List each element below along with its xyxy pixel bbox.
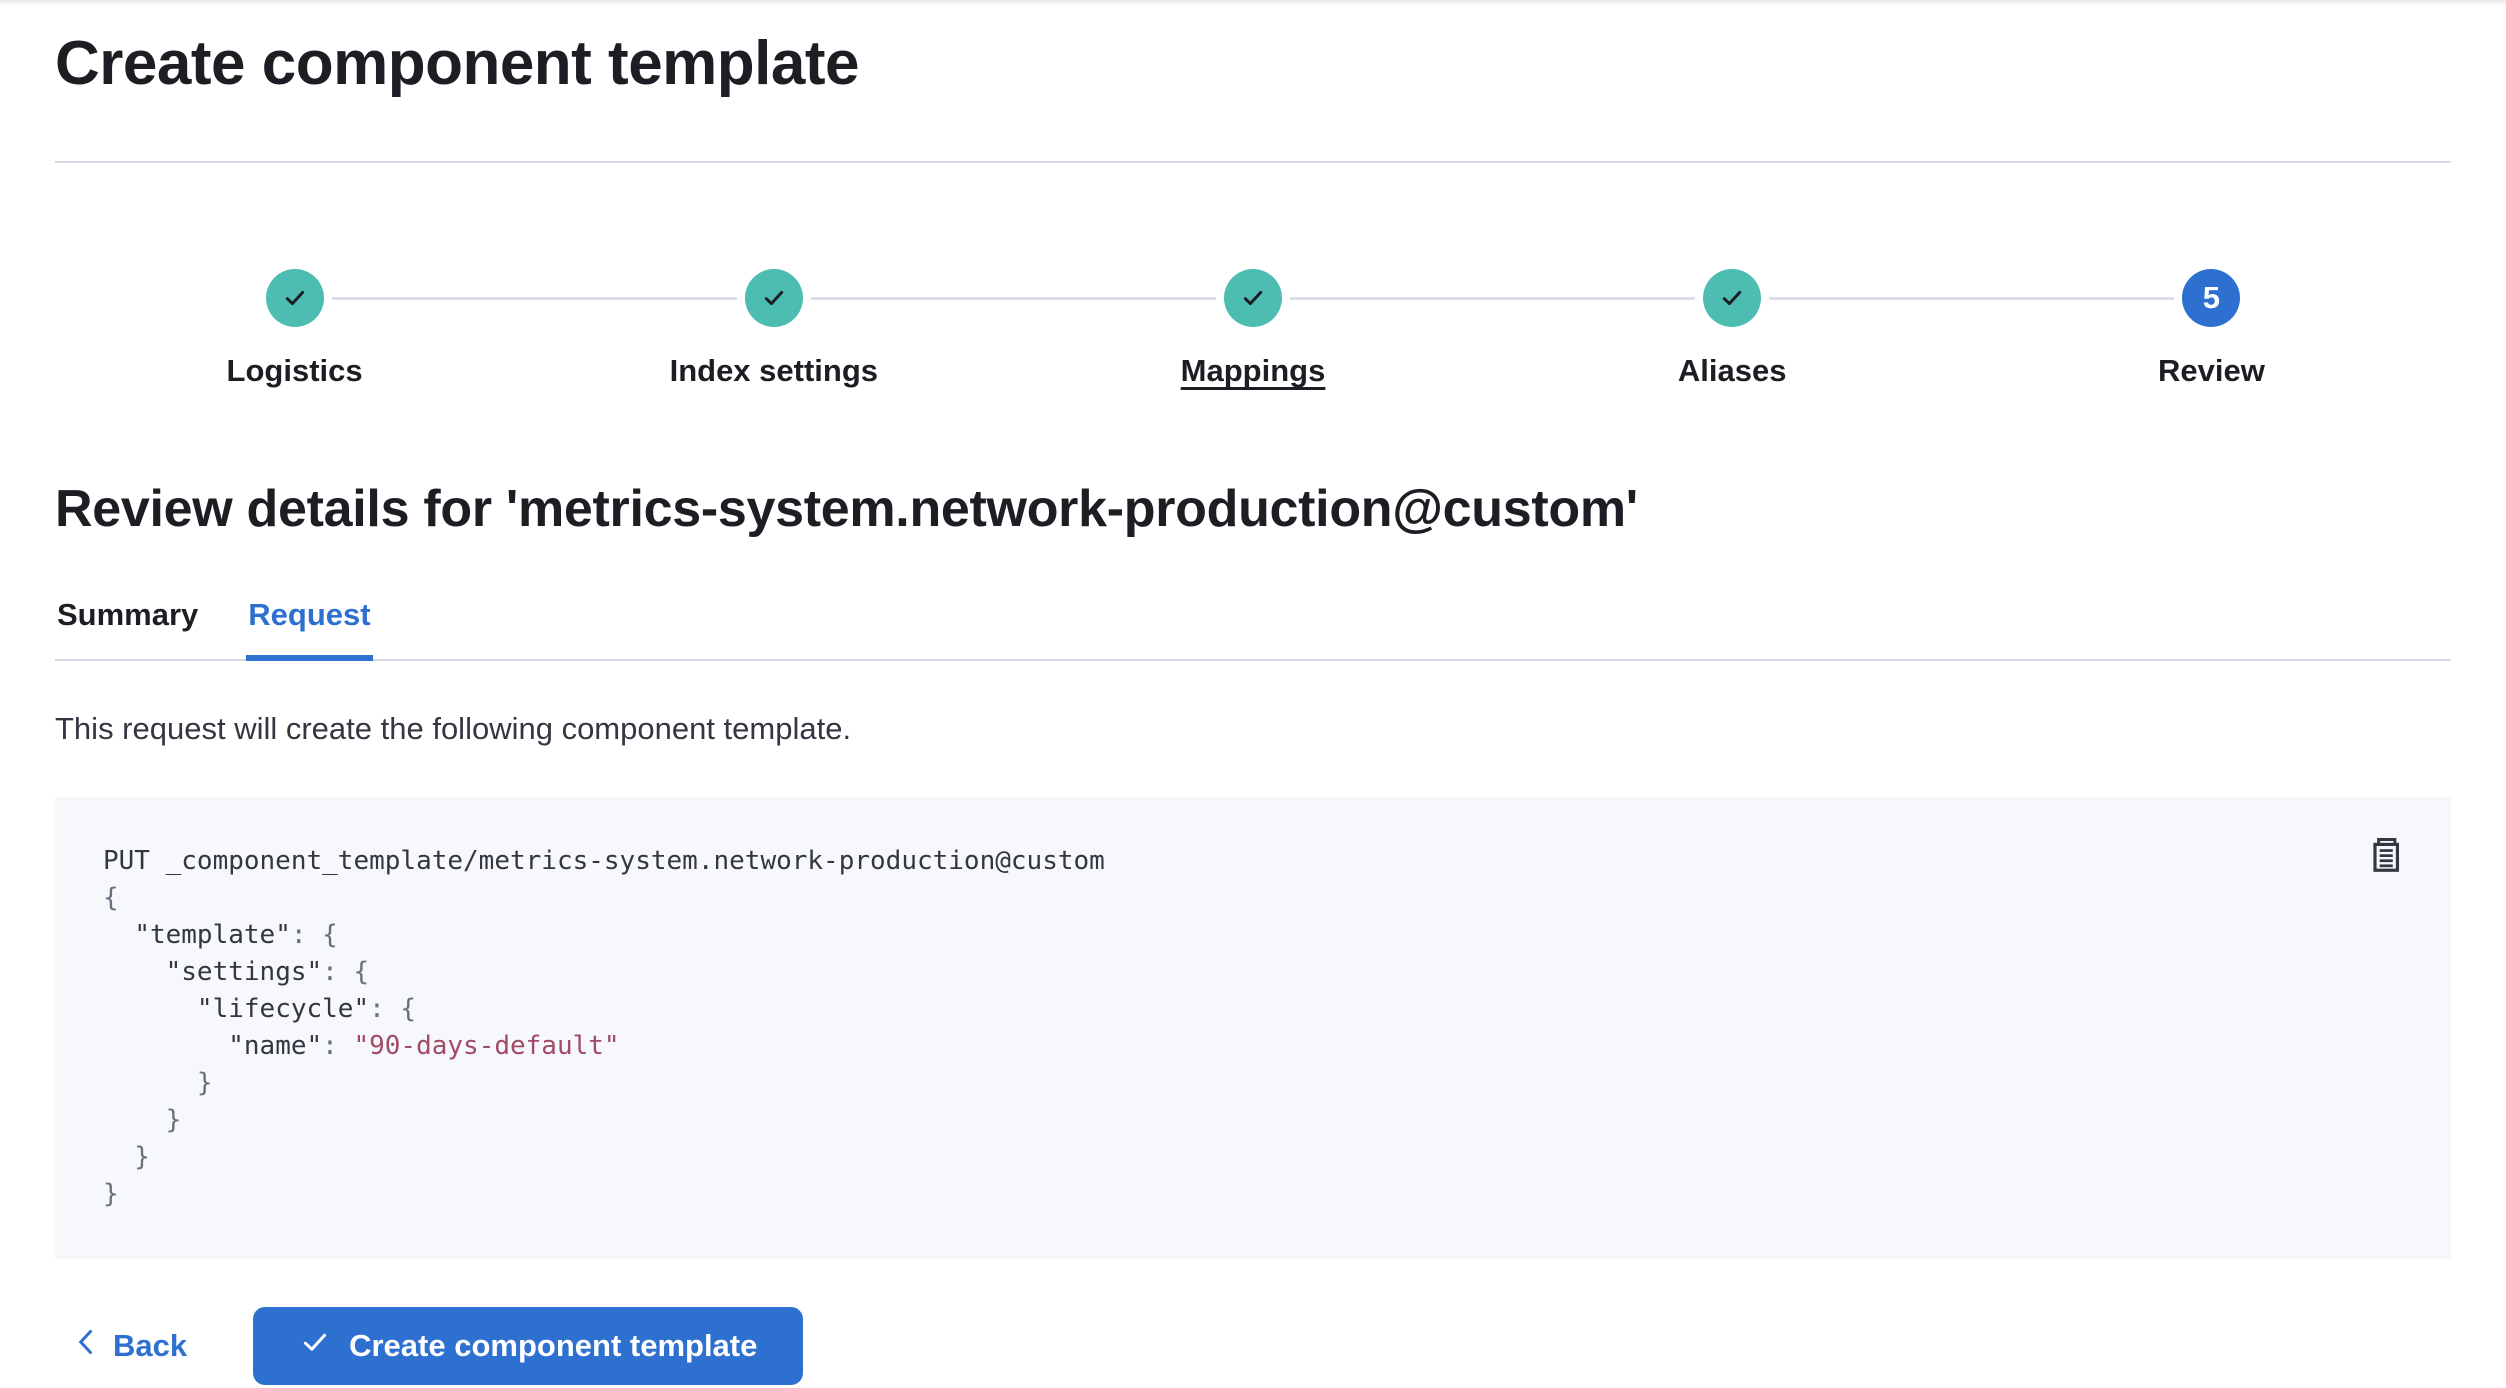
copy-button[interactable] xyxy=(2363,831,2409,882)
check-icon xyxy=(299,1326,331,1366)
copy-clipboard-icon xyxy=(2369,838,2403,876)
stepper-step-mappings[interactable]: Mappings xyxy=(1013,269,1493,393)
review-heading: Review details for 'metrics-system.netwo… xyxy=(55,480,1638,539)
step-label: Aliases xyxy=(1677,353,1787,389)
stepper-step-index-settings[interactable]: Index settings xyxy=(534,269,1014,393)
step-label: Mappings xyxy=(1180,353,1326,389)
stepper-step-aliases[interactable]: Aliases xyxy=(1492,269,1973,393)
back-button[interactable]: Back xyxy=(55,1307,205,1385)
review-tabs: Summary Request xyxy=(55,597,2451,662)
step-label: Index settings xyxy=(669,353,879,389)
step-complete-check-icon xyxy=(1224,269,1282,328)
top-edge-shade xyxy=(0,0,2506,6)
footer-actions: Back Create component template xyxy=(55,1307,2451,1386)
back-button-label: Back xyxy=(113,1328,188,1364)
stepper-step-logistics[interactable]: Logistics xyxy=(55,269,535,393)
step-label: Review xyxy=(2157,353,2265,389)
create-button-label: Create component template xyxy=(349,1328,758,1364)
create-component-template-button[interactable]: Create component template xyxy=(253,1307,804,1386)
request-description: This request will create the following c… xyxy=(55,711,852,747)
tab-summary[interactable]: Summary xyxy=(57,597,199,633)
step-label: Logistics xyxy=(226,353,363,389)
step-current-number: 5 xyxy=(2182,269,2241,328)
step-complete-check-icon xyxy=(1703,269,1762,328)
tab-request[interactable]: Request xyxy=(246,597,373,662)
step-complete-check-icon xyxy=(265,269,324,328)
request-code-block: PUT _component_template/metrics-system.n… xyxy=(55,797,2451,1260)
request-code: PUT _component_template/metrics-system.n… xyxy=(103,846,1105,1210)
chevron-left-icon xyxy=(73,1327,99,1365)
page-title: Create component template xyxy=(55,29,860,98)
step-complete-check-icon xyxy=(744,269,803,328)
title-divider xyxy=(55,161,2451,164)
